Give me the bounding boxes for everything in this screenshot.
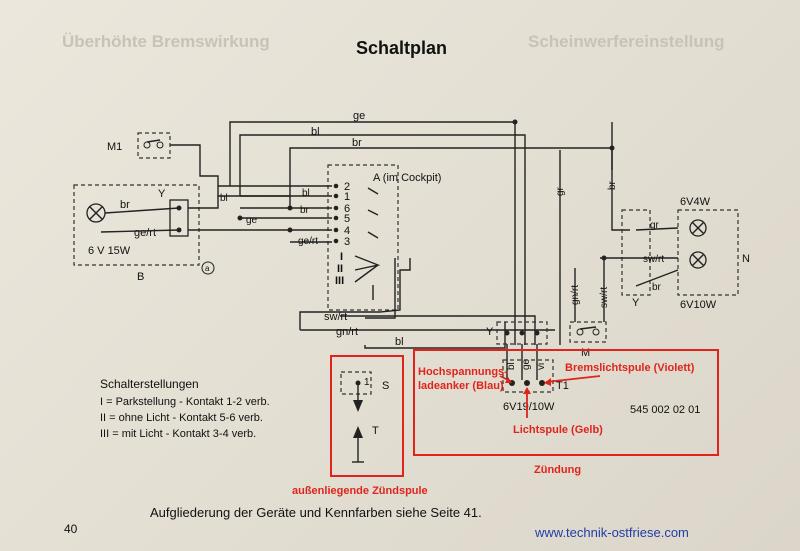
label-b-br: br: [120, 199, 130, 211]
a-terminal-label-3: 3: [344, 236, 350, 248]
label-a-cockpit: A (im Cockpit): [373, 172, 441, 184]
wire-bl-bottom: bl: [395, 336, 404, 348]
a-terminal-dot-2: [333, 183, 339, 189]
label-b-bulb: 6 V 15W: [88, 245, 131, 257]
wires-a: bl ge br bl ge/rt: [218, 185, 332, 247]
wire-br-vert: br: [607, 180, 618, 190]
label-n: N: [742, 253, 750, 265]
label-circle-a: a: [205, 264, 210, 273]
component-m: M: [569, 321, 607, 359]
label-ignition: 6V19/10W: [503, 401, 555, 413]
wire-br-right: br: [652, 282, 662, 293]
wire-gnrt-vert: gn/rt: [570, 285, 581, 305]
legend-switch-positions: Schalterstellungen I = Parkstellung - Ko…: [100, 377, 270, 440]
component-m1: M1: [107, 132, 171, 159]
label-t: T: [372, 425, 379, 437]
wire-ge-top: ge: [353, 110, 365, 122]
wire-ge-mid: ge: [246, 215, 258, 226]
label-b-gert: ge/rt: [134, 227, 156, 239]
legend-row-3: III = mit Licht - Kontakt 3-4 verb.: [100, 428, 256, 440]
wires-top: ge bl br: [229, 110, 615, 345]
label-y-bottom: Y: [486, 326, 494, 338]
annotation-hochspannung-line2: ladeanker (Blau): [418, 380, 504, 392]
wire-gnrt-bottom: gn/rt: [336, 326, 358, 338]
annotation-bremslicht: Bremslichtspule (Violett): [565, 362, 695, 374]
component-s-coil: 1 S T: [340, 371, 389, 463]
legend-row-2: II = ohne Licht - Kontakt 5-6 verb.: [100, 412, 263, 424]
label-pos-1: I: [340, 251, 343, 263]
wire-ign-bl: bl: [506, 362, 517, 370]
caption: Aufgliederung der Geräte und Kennfarben …: [150, 505, 482, 520]
label-right-y: Y: [632, 297, 640, 309]
a-terminal-dot-1: [333, 193, 339, 199]
wire-br-mid: br: [300, 205, 310, 216]
a-terminal-dot-5: [333, 215, 339, 221]
legend-row-1: I = Parkstellung - Kontakt 1-2 verb.: [100, 396, 270, 408]
annotation-lichtspule: Lichtspule (Gelb): [513, 424, 603, 436]
ghost-heading-right: Scheinwerfereinstellung: [528, 32, 725, 51]
label-s: S: [382, 380, 389, 392]
wire-gr-vert: gr: [555, 186, 566, 196]
wire-bl-top: bl: [311, 126, 320, 138]
wire-swrt-vert: sw/rt: [599, 287, 610, 308]
page-number: 40: [64, 522, 78, 536]
wire-bl-left: bl: [220, 193, 228, 204]
wire-ign-ge: ge: [521, 358, 532, 370]
legend-heading: Schalterstellungen: [100, 377, 199, 391]
diagram-title: Schaltplan: [356, 38, 447, 58]
label-pos-2: II: [337, 263, 343, 275]
label-6v10w: 6V10W: [680, 299, 717, 311]
ghost-heading-left: Überhöhte Bremswirkung: [62, 32, 270, 51]
red-arrows: [499, 375, 601, 418]
annotation-hochspannung-line1: Hochspannungs-: [418, 366, 508, 378]
label-s-one: 1: [364, 377, 370, 388]
a-terminal-label-2: 2: [344, 181, 350, 193]
wires-vertical: gr br: [555, 150, 630, 345]
wire-ign-vi: vi: [536, 363, 547, 370]
label-m1: M1: [107, 141, 122, 153]
label-t1: T1: [556, 380, 569, 392]
wire-gert-mid: ge/rt: [298, 236, 318, 247]
label-pos-3: III: [335, 275, 344, 287]
wires-b: [100, 144, 290, 233]
component-b-headlamp: Y br ge/rt 6 V 15W B a: [73, 184, 215, 283]
label-code: 545 002 02 01: [630, 404, 700, 416]
a-terminal-dot-6: [333, 205, 339, 211]
a-terminal-dot-3: [333, 238, 339, 244]
red-box-external-coil: [330, 355, 404, 477]
label-m: M: [581, 347, 590, 359]
label-6v4w: 6V4W: [680, 196, 711, 208]
a-terminal-label-4: 4: [344, 225, 350, 237]
red-box-ignition: [413, 349, 719, 456]
component-y-connector: Y: [486, 321, 548, 345]
wire-swrt-right: sw/rt: [643, 254, 664, 265]
wire-br-top: br: [352, 137, 362, 149]
component-t1-ignition: bl ge vi T1 6V19/10W 545 002 02 01: [502, 344, 700, 416]
annotation-aussen: außenliegende Zündspule: [292, 485, 428, 497]
a-terminal-label-5: 5: [344, 213, 350, 225]
wire-bl-mid: bl: [302, 188, 310, 199]
wires-bottom: sw/rt gn/rt bl gn/rt sw/rt: [299, 258, 610, 349]
a-terminal-label-1: 1: [344, 191, 350, 203]
label-b-y: Y: [158, 188, 166, 200]
a-terminal-dot-4: [333, 227, 339, 233]
wire-swrt-bottom: sw/rt: [324, 311, 347, 323]
label-b: B: [137, 271, 144, 283]
wire-gr-right: gr: [650, 220, 660, 231]
url-link[interactable]: www.technik-ostfriese.com: [534, 525, 689, 540]
annotation-zuendung: Zündung: [534, 464, 581, 476]
a-terminal-label-6: 6: [344, 203, 350, 215]
component-n-lights: 6V4W 6V10W N Y gr sw/rt br: [600, 196, 750, 311]
